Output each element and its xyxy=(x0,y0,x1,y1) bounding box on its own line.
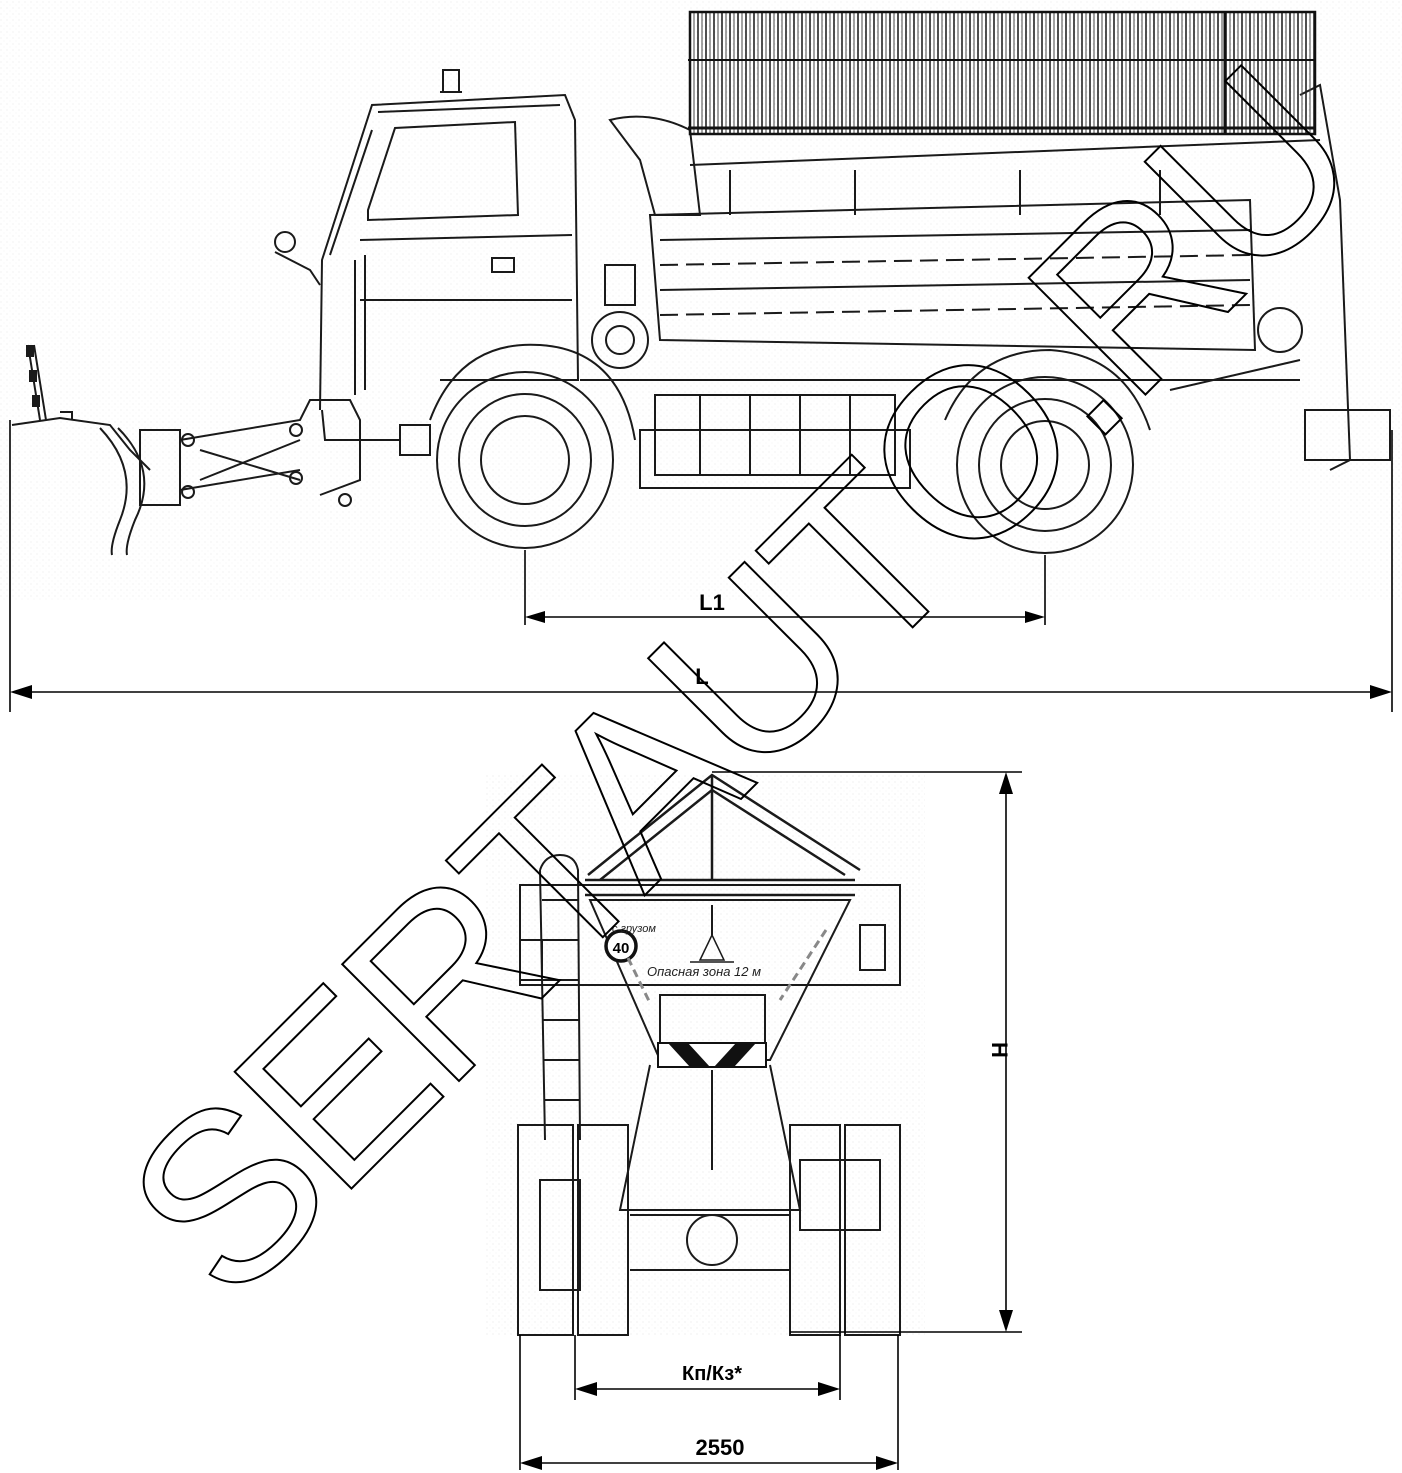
danger-zone-pictogram xyxy=(690,933,734,963)
rear-ladder xyxy=(519,853,886,1141)
rear-roof-frame xyxy=(585,773,861,897)
plough-marker-stripe xyxy=(26,345,34,357)
snow-plough xyxy=(11,344,361,556)
sign-cargo-text: с грузом xyxy=(612,923,656,935)
dimension-width: 2550 xyxy=(519,1335,899,1470)
dim-label-h: H xyxy=(987,1042,1012,1058)
truck-cab xyxy=(274,69,580,456)
front-wheel xyxy=(429,343,636,549)
rear-wheel xyxy=(944,348,1151,554)
rear-wheels-left xyxy=(517,1124,629,1336)
side-view-truck xyxy=(0,0,1402,600)
dimension-track: Кп/Кз* xyxy=(574,1335,841,1400)
speed-limit-value: 40 xyxy=(613,940,630,957)
plough-marker-stripe xyxy=(29,370,37,382)
warning-chevron-panel xyxy=(657,1042,767,1068)
dim-label-l1: L1 xyxy=(699,590,725,615)
hopper-dashed-edge xyxy=(778,929,828,1001)
chassis-frame xyxy=(580,264,1300,489)
dim-label-track: Кп/Кз* xyxy=(682,1363,742,1385)
rear-axle xyxy=(630,1214,790,1271)
hopper-dashed-edge xyxy=(626,957,652,1004)
dim-label-width: 2550 xyxy=(696,1435,745,1460)
rear-view-truck: 40 с грузом Опасная зона 12 м xyxy=(485,773,925,1336)
plough-marker-stripe xyxy=(32,395,40,407)
dimension-l: L xyxy=(9,420,1393,712)
top-grating xyxy=(688,10,1317,136)
rear-wheels-right xyxy=(789,1124,901,1336)
dim-label-l: L xyxy=(695,664,708,689)
speed-limit-sign: 40 xyxy=(604,929,638,963)
dimension-h: H xyxy=(712,771,1022,1333)
danger-zone-text: Опасная зона 12 м xyxy=(647,964,761,979)
dimension-l1: L1 xyxy=(524,550,1046,625)
